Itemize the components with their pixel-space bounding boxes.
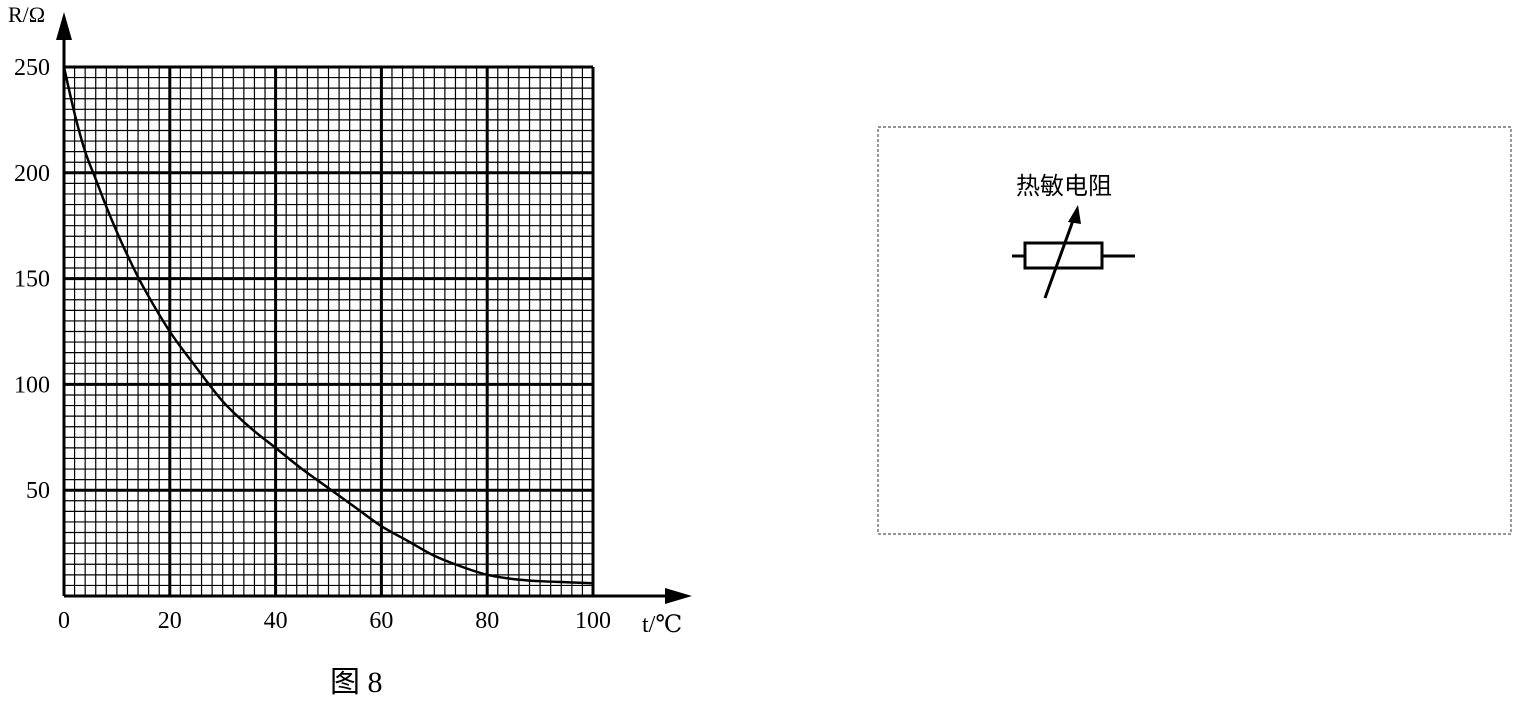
thermistor-arrow-line [1043,214,1077,299]
thermistor-symbol-icon [1012,205,1135,299]
circuit-box: 热敏电阻 [877,126,1512,535]
thermistor-label: 热敏电阻 [1016,173,1112,200]
y-axis-arrow-icon [56,12,72,40]
tick-labels: 0 20 40 60 80 100 50 100 150 200 250 [14,55,611,634]
y-axis-label: R/Ω [8,2,45,27]
grid-minor-lines [64,67,593,596]
axes [56,12,692,604]
y-tick-label: 150 [14,267,50,293]
x-tick-label: 0 [58,608,70,634]
x-axis-arrow-icon [665,588,692,604]
y-tick-label: 100 [14,372,50,398]
y-tick-label: 50 [26,478,50,504]
series-group [62,66,594,585]
y-tick-label: 200 [14,161,50,187]
x-tick-label: 80 [475,608,499,634]
x-tick-label: 60 [369,608,393,634]
x-tick-label: 20 [158,608,182,634]
thermistor-arrow-head [1068,205,1081,224]
x-tick-label: 100 [575,608,611,634]
y-tick-label: 250 [14,55,50,81]
x-tick-label: 40 [264,608,288,634]
x-axis-label: t/℃ [642,612,682,638]
series-line-0 [62,66,594,585]
grid-major-lines [64,65,595,596]
figure-caption: 图 8 [330,666,383,699]
dashed-frame [877,126,1512,535]
